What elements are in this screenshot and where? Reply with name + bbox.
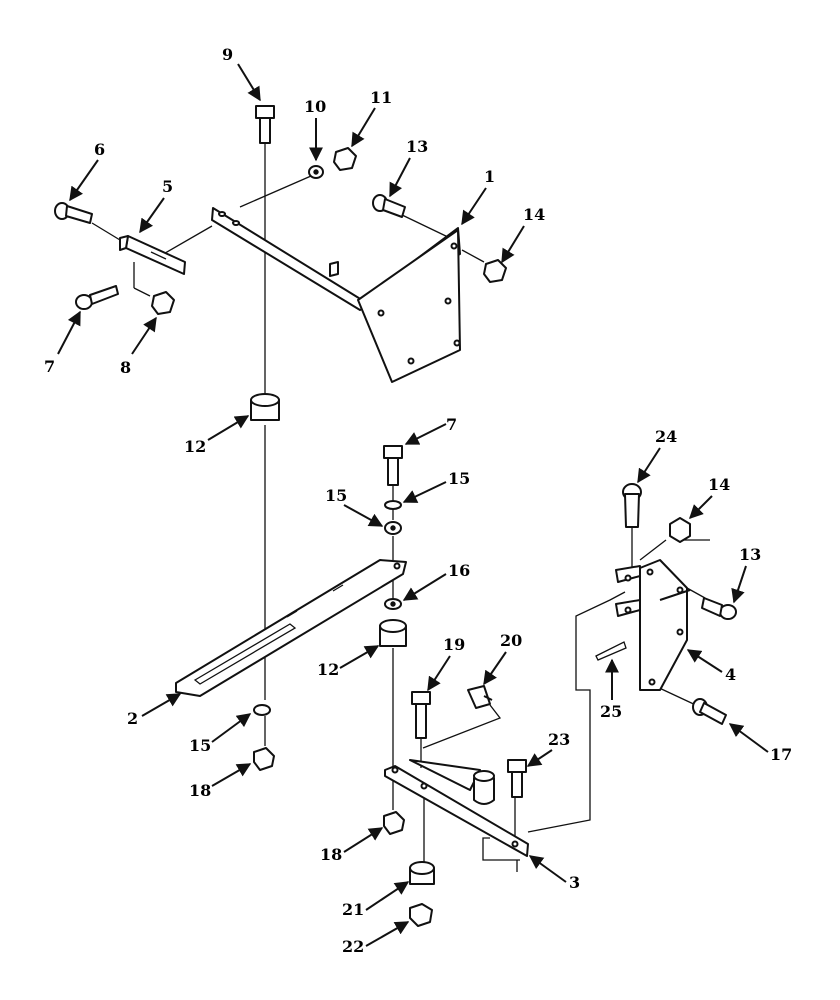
leader-arrows bbox=[57, 63, 769, 947]
callout-13a: 13 bbox=[406, 137, 428, 156]
callout-2: 2 bbox=[127, 709, 138, 728]
fasteners bbox=[54, 105, 737, 927]
slotted-plate bbox=[175, 559, 407, 697]
angle-bracket bbox=[119, 235, 186, 275]
callout-16: 16 bbox=[448, 561, 470, 580]
callout-10: 10 bbox=[304, 97, 326, 116]
callout-18b: 18 bbox=[320, 845, 342, 864]
callout-25: 25 bbox=[600, 702, 622, 721]
hinge-bracket bbox=[615, 559, 691, 691]
callout-23: 23 bbox=[548, 730, 570, 749]
callout-9: 9 bbox=[222, 45, 233, 64]
callout-20: 20 bbox=[500, 631, 522, 650]
callout-18a: 18 bbox=[189, 781, 211, 800]
callout-1: 1 bbox=[484, 167, 495, 186]
callout-19: 19 bbox=[443, 635, 465, 654]
callout-21: 21 bbox=[342, 900, 364, 919]
callout-12a: 12 bbox=[184, 437, 206, 456]
callout-24: 24 bbox=[655, 427, 677, 446]
assembly-lines bbox=[91, 143, 710, 872]
callout-12b: 12 bbox=[317, 660, 339, 679]
callout-15a: 15 bbox=[325, 486, 347, 505]
callout-7b: 7 bbox=[446, 415, 457, 434]
callout-13b: 13 bbox=[739, 545, 761, 564]
callout-8: 8 bbox=[120, 358, 131, 377]
callout-3: 3 bbox=[569, 873, 580, 892]
lower-plate bbox=[384, 759, 529, 857]
main-bracket bbox=[211, 207, 461, 383]
callout-7a: 7 bbox=[44, 357, 55, 376]
callout-6: 6 bbox=[94, 140, 105, 159]
callout-5: 5 bbox=[162, 177, 173, 196]
callout-14a: 14 bbox=[523, 205, 545, 224]
callout-11: 11 bbox=[370, 88, 392, 107]
callout-15b: 15 bbox=[448, 469, 470, 488]
callout-17: 17 bbox=[770, 745, 792, 764]
callouts: 9 10 11 6 5 13 1 14 7 8 12 7 15 15 16 12… bbox=[44, 45, 792, 956]
callout-14b: 14 bbox=[708, 475, 730, 494]
callout-4: 4 bbox=[725, 665, 736, 684]
callout-22: 22 bbox=[342, 937, 364, 956]
callout-15c: 15 bbox=[189, 736, 211, 755]
